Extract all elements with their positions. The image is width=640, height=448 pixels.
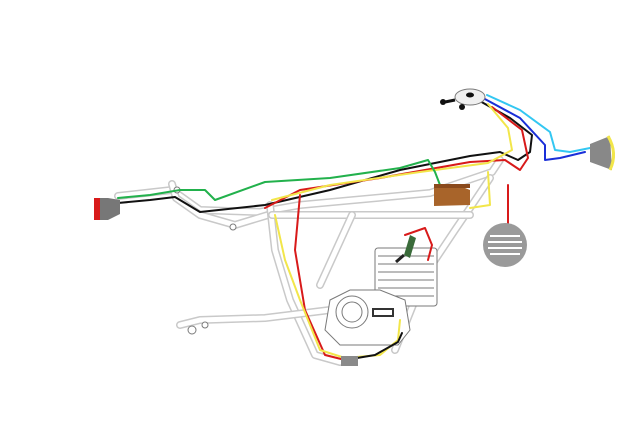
- horn: [483, 223, 527, 267]
- wire-cyan: [486, 94, 591, 153]
- motorcycle-frame: [114, 156, 504, 366]
- headlight: [590, 135, 615, 171]
- wire-green: [117, 159, 441, 201]
- wire-blue: [482, 97, 586, 161]
- wire-black-engine: [344, 332, 403, 361]
- engine: [324, 247, 438, 346]
- wire-yellow: [271, 103, 513, 359]
- headlight-lens: [606, 135, 615, 171]
- connector-block: [341, 356, 358, 366]
- axle-hole: [187, 325, 197, 335]
- wiring-harness: [117, 94, 591, 361]
- axle-hole: [201, 321, 209, 329]
- ignition-mount: [459, 104, 465, 110]
- tail-light-lens: [94, 198, 100, 220]
- ignition-lever: [444, 98, 456, 104]
- mount-hole: [229, 223, 237, 231]
- key-slot-icon: [466, 92, 474, 98]
- ignition-coil: [395, 235, 416, 264]
- ignition-switch: [440, 88, 486, 110]
- tail-light: [94, 198, 120, 220]
- regulator: [434, 184, 470, 206]
- wire-black: [117, 99, 533, 213]
